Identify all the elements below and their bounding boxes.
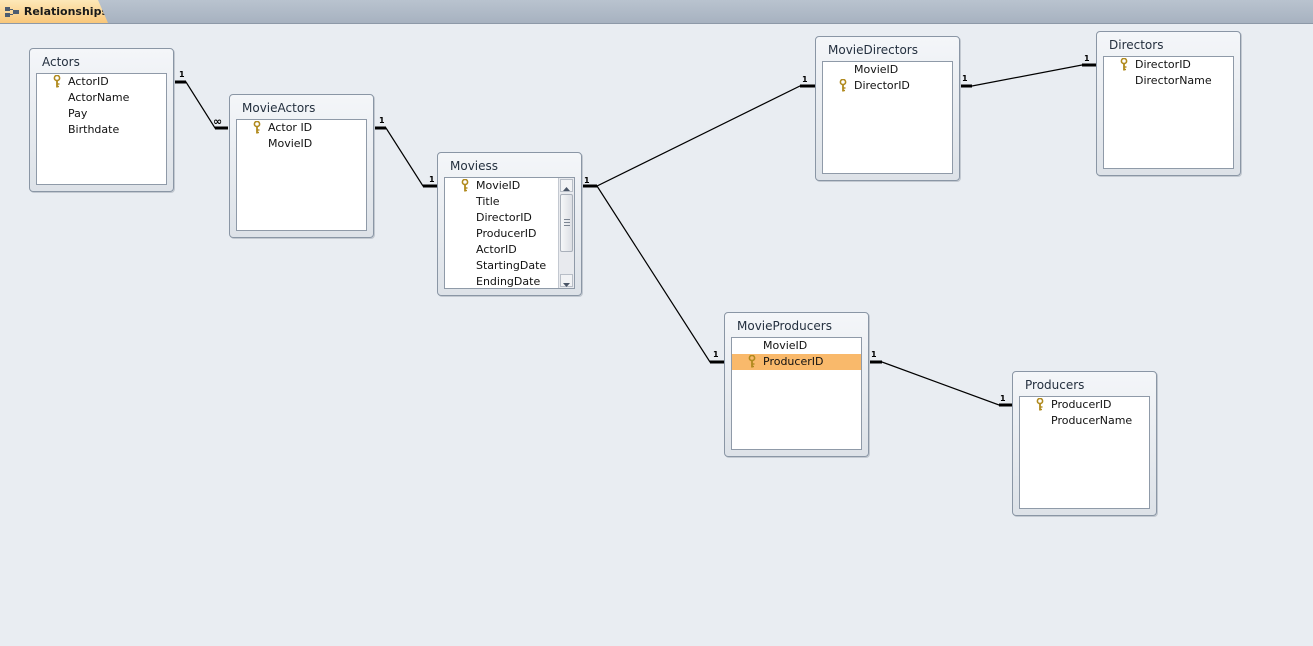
table-directors[interactable]: Directors DirectorID DirectorName — [1096, 31, 1241, 176]
field-name: StartingDate — [476, 259, 547, 272]
field-row[interactable]: DirectorName — [1104, 73, 1233, 89]
cardinality-label: 1 — [871, 350, 877, 359]
cardinality-label: 1 — [179, 70, 185, 79]
field-name: ActorID — [68, 75, 109, 88]
field-row-primary-key[interactable]: DirectorID — [823, 78, 952, 94]
relationship-line-moviedirectors-directors — [959, 64, 1097, 87]
primary-key-icon — [839, 79, 847, 92]
table-title: Moviess — [450, 159, 499, 173]
table-title: Actors — [42, 55, 80, 69]
primary-key-icon — [53, 75, 61, 88]
field-name: ActorName — [68, 91, 130, 104]
field-name: MovieID — [268, 137, 313, 150]
relationship-line-movieactors-moviess — [373, 127, 437, 187]
field-name: MovieID — [763, 339, 808, 352]
document-tab-bar: Relationships — [0, 0, 1313, 24]
cardinality-label: 1 — [962, 74, 968, 83]
field-name: ProducerID — [476, 227, 537, 240]
table-title: Directors — [1109, 38, 1164, 52]
field-row-primary-key[interactable]: DirectorID — [1104, 57, 1233, 73]
field-list: ProducerID ProducerName — [1019, 396, 1150, 509]
table-moviess[interactable]: Moviess MovieID Title DirectorID Produce… — [437, 152, 582, 296]
field-name: MovieID — [854, 63, 899, 76]
primary-key-icon — [748, 355, 756, 368]
field-name: Actor ID — [268, 121, 313, 134]
table-title: Producers — [1025, 378, 1085, 392]
cardinality-label: 1 — [1000, 394, 1006, 403]
field-row[interactable]: StartingDate — [445, 258, 574, 274]
field-list: DirectorID DirectorName — [1103, 56, 1234, 169]
arrow-up-icon — [563, 187, 570, 191]
field-row-primary-key[interactable]: ProducerID — [1020, 397, 1149, 413]
field-row[interactable]: DirectorID — [445, 210, 574, 226]
field-row[interactable]: Pay — [37, 106, 166, 122]
primary-key-icon — [1036, 398, 1044, 411]
field-list: ActorID ActorName Pay Birthdate — [36, 73, 167, 185]
field-row-primary-key[interactable]: Actor ID — [237, 120, 366, 136]
tab-relationships[interactable]: Relationships — [0, 0, 108, 23]
relationship-line-movieproducers-producers — [868, 361, 1012, 406]
field-row[interactable]: ActorName — [37, 90, 166, 106]
relationships-icon — [5, 6, 19, 18]
field-name: Birthdate — [68, 123, 120, 136]
scroll-down-button[interactable] — [560, 274, 573, 287]
field-row[interactable]: Birthdate — [37, 122, 166, 138]
field-row[interactable]: ActorID — [445, 242, 574, 258]
field-name: MovieID — [476, 179, 521, 192]
cardinality-label: 1 — [379, 116, 385, 125]
cardinality-label: 1 — [802, 75, 808, 84]
field-row[interactable]: EndingDate — [445, 274, 574, 288]
field-name: DirectorName — [1135, 74, 1212, 87]
field-row[interactable]: ProducerID — [445, 226, 574, 242]
scroll-up-button[interactable] — [560, 179, 573, 192]
field-row[interactable]: MovieID — [732, 338, 861, 354]
primary-key-icon — [461, 179, 469, 192]
cardinality-label: 1 — [713, 350, 719, 359]
field-name: ProducerID — [763, 355, 824, 368]
scroll-thumb[interactable] — [560, 194, 573, 252]
field-row[interactable]: MovieID — [823, 62, 952, 78]
field-row[interactable]: Title — [445, 194, 574, 210]
field-name: ProducerName — [1051, 414, 1133, 427]
relationship-line-moviess-movieproducers — [580, 185, 724, 363]
cardinality-label: 1 — [584, 176, 590, 185]
field-row[interactable]: ProducerName — [1020, 413, 1149, 429]
field-name: EndingDate — [476, 275, 541, 288]
vertical-scrollbar[interactable] — [558, 178, 574, 288]
table-movieactors[interactable]: MovieActors Actor ID MovieID — [229, 94, 374, 238]
field-name: DirectorID — [1135, 58, 1191, 71]
field-row-primary-key[interactable]: MovieID — [445, 178, 574, 194]
table-producers[interactable]: Producers ProducerID ProducerName — [1012, 371, 1157, 516]
primary-key-icon — [1120, 58, 1128, 71]
table-actors[interactable]: Actors ActorID ActorName Pay Birthdate — [29, 48, 174, 192]
table-title: MovieActors — [242, 101, 316, 115]
cardinality-label: 1 — [429, 175, 435, 184]
field-name: DirectorID — [476, 211, 532, 224]
field-row-primary-key-selected[interactable]: ProducerID — [732, 354, 861, 370]
table-title: MovieProducers — [737, 319, 832, 333]
field-row[interactable]: MovieID — [237, 136, 366, 152]
field-name: ProducerID — [1051, 398, 1112, 411]
field-list: MovieID ProducerID — [731, 337, 862, 450]
table-title: MovieDirectors — [828, 43, 918, 57]
field-list: MovieID Title DirectorID ProducerID Acto… — [444, 177, 575, 289]
field-name: Title — [476, 195, 500, 208]
relationship-line-moviess-moviedirectors — [580, 85, 815, 187]
cardinality-label: 1 — [1084, 54, 1090, 63]
table-movieproducers[interactable]: MovieProducers MovieID ProducerID — [724, 312, 869, 457]
arrow-down-icon — [563, 283, 570, 287]
field-list: Actor ID MovieID — [236, 119, 367, 231]
field-name: Pay — [68, 107, 88, 120]
field-name: ActorID — [476, 243, 517, 256]
field-row-primary-key[interactable]: ActorID — [37, 74, 166, 90]
primary-key-icon — [253, 121, 261, 134]
cardinality-label: ∞ — [213, 115, 223, 128]
field-list: MovieID DirectorID — [822, 61, 953, 174]
tab-label: Relationships — [23, 5, 108, 18]
table-moviedirectors[interactable]: MovieDirectors MovieID DirectorID — [815, 36, 960, 181]
field-name: DirectorID — [854, 79, 910, 92]
